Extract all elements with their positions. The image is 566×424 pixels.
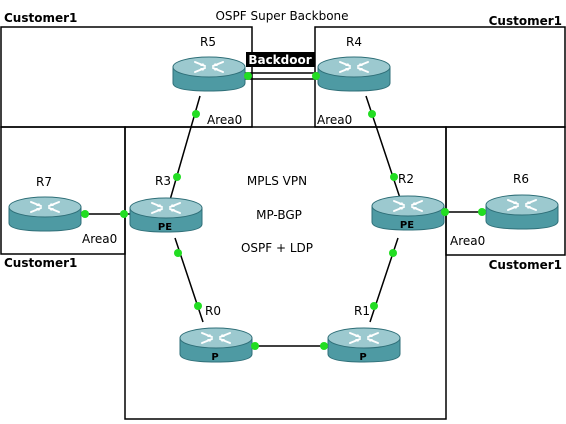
diagram-title: OSPF Super Backbone [215, 9, 348, 23]
customer-label-bottom-left: Customer1 [4, 256, 77, 270]
router-name-r0: R0 [205, 304, 221, 318]
router-name-r3: R3 [155, 174, 171, 188]
router-role-r0: P [211, 352, 218, 363]
router-role-r2: PE [400, 220, 414, 231]
router-role-r3: PE [158, 222, 172, 233]
backdoor-label: Backdoor [248, 53, 311, 67]
area-label-r2-r6: Area0 [450, 234, 485, 248]
area-label-r5-r3: Area0 [207, 113, 242, 127]
router-r7-icon[interactable] [8, 196, 82, 232]
customer-label-top-left: Customer1 [4, 11, 77, 25]
router-name-r4: R4 [346, 35, 362, 49]
router-r5-icon[interactable] [172, 56, 246, 92]
center-text-mpls-vpn: MPLS VPN [247, 174, 307, 188]
center-text-mp-bgp: MP-BGP [256, 208, 302, 222]
center-text-ospf-ldp: OSPF + LDP [241, 241, 313, 255]
area-label-r7-r3: Area0 [82, 232, 117, 246]
area-label-r4-r2: Area0 [317, 113, 352, 127]
customer-label-top-right: Customer1 [489, 14, 562, 28]
router-name-r1: R1 [354, 304, 370, 318]
router-r4-icon[interactable] [317, 56, 391, 92]
backdoor-badge [246, 52, 315, 67]
router-role-r1: P [359, 352, 366, 363]
router-r6-icon[interactable] [485, 194, 559, 230]
mpls-core-box [124, 126, 447, 420]
router-name-r5: R5 [200, 35, 216, 49]
link-endpoints [81, 72, 486, 350]
router-name-r7: R7 [36, 175, 52, 189]
router-name-r2: R2 [398, 172, 414, 186]
customer-label-bottom-right: Customer1 [489, 258, 562, 272]
router-name-r6: R6 [513, 172, 529, 186]
